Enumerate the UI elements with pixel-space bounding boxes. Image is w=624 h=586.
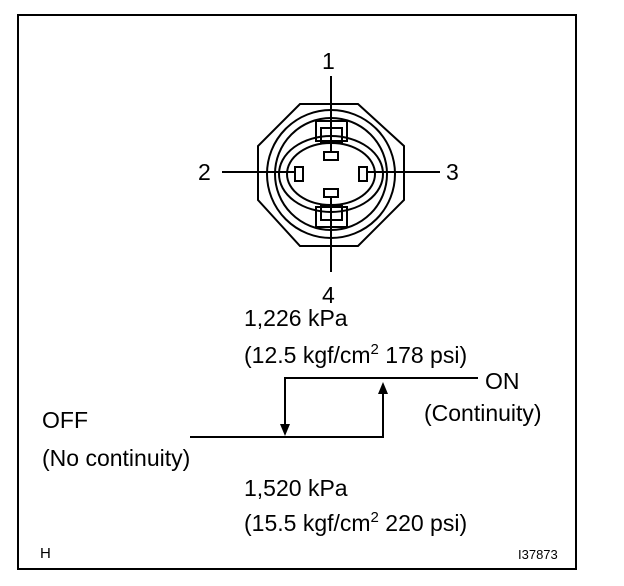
- figure-id: I37873: [518, 547, 558, 562]
- off-pressure-detail: (15.5 kgf/cm2 220 psi): [244, 509, 468, 536]
- terminal-4: [323, 188, 339, 198]
- terminal-1: [323, 151, 339, 161]
- on-state-label: ON: [485, 368, 520, 394]
- on-pressure-kpa: 1,226 kPa: [244, 305, 348, 331]
- off-pressure-kpa: 1,520 kPa: [244, 475, 348, 501]
- switch-hex-body: [257, 103, 405, 247]
- on-pressure-detail: (12.5 kgf/cm2 178 psi): [244, 341, 468, 368]
- footer-code: H: [40, 545, 51, 562]
- arrow-down-icon: [280, 424, 290, 436]
- terminal-3: [358, 166, 368, 182]
- switch-curve-on-to-off: [284, 377, 478, 428]
- pin-label-1: 1: [322, 48, 335, 74]
- off-state-label: OFF: [42, 407, 88, 433]
- pin-label-4: 4: [322, 282, 335, 308]
- arrow-up-icon: [378, 382, 388, 394]
- pin-label-3: 3: [446, 159, 459, 185]
- off-state-description: (No continuity): [42, 445, 191, 471]
- switch-curve-off-to-on: [190, 388, 384, 438]
- pin-label-2: 2: [198, 159, 211, 185]
- on-state-description: (Continuity): [424, 400, 542, 426]
- terminal-2: [294, 166, 304, 182]
- diagram-frame: [17, 14, 577, 570]
